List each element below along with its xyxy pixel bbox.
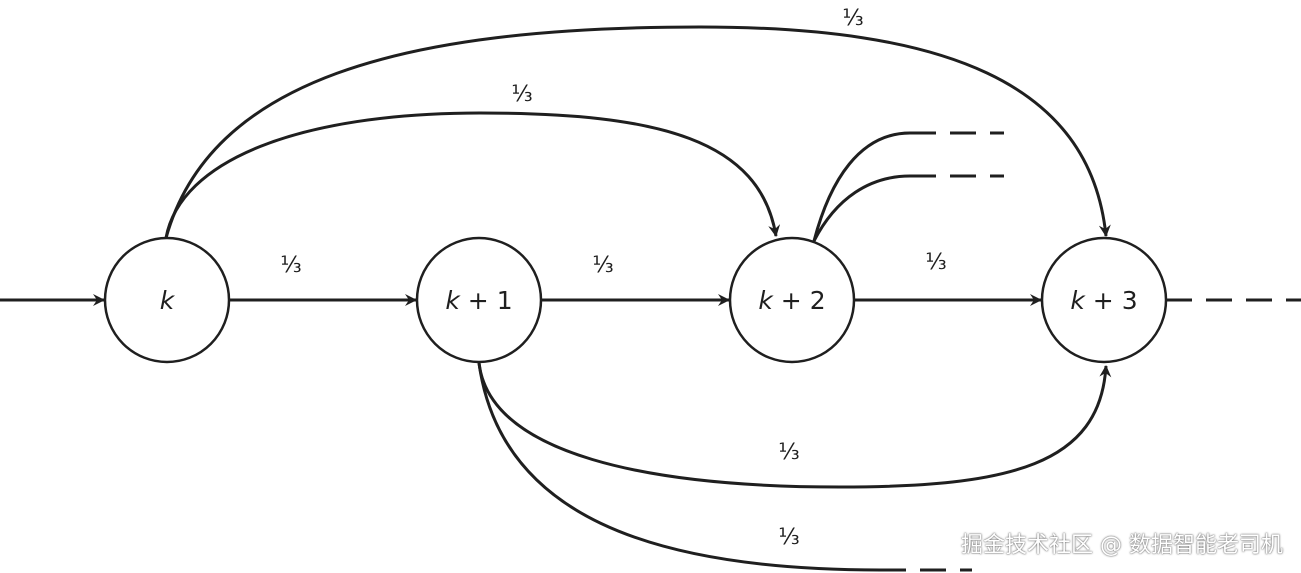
edge-k1-outgoing — [477, 362, 881, 572]
prob-label-k2-to-k3: ⅓ — [925, 250, 946, 275]
edge-k1-to-k3 — [477, 362, 1112, 489]
branch-k2-upper — [812, 131, 911, 242]
prob-label-k-to-k1: ⅓ — [280, 253, 301, 278]
edge-k-to-k2 — [164, 111, 781, 239]
prob-label-k1-outgoing: ⅓ — [778, 525, 799, 550]
node-k: k — [103, 236, 231, 364]
watermark: 掘金技术社区 @ 数据智能老司机 — [961, 533, 1283, 558]
prob-label-k-to-k3: ⅓ — [842, 6, 863, 31]
svg-text:k: k — [160, 286, 176, 315]
node-k-plus-1: k + 1 — [415, 236, 543, 364]
svg-text:k + 3: k + 3 — [1070, 286, 1137, 315]
branch-k2-lower — [812, 174, 911, 242]
prob-label-k1-to-k3: ⅓ — [778, 440, 799, 465]
prob-label-k-to-k2: ⅓ — [511, 82, 532, 107]
node-k-plus-2: k + 2 — [728, 236, 856, 364]
svg-text:k + 2: k + 2 — [758, 286, 825, 315]
node-k-plus-3: k + 3 — [1040, 236, 1168, 364]
edge-k-to-k3 — [164, 25, 1111, 239]
prob-label-k1-to-k2: ⅓ — [592, 253, 613, 278]
svg-text:k + 1: k + 1 — [445, 286, 512, 315]
